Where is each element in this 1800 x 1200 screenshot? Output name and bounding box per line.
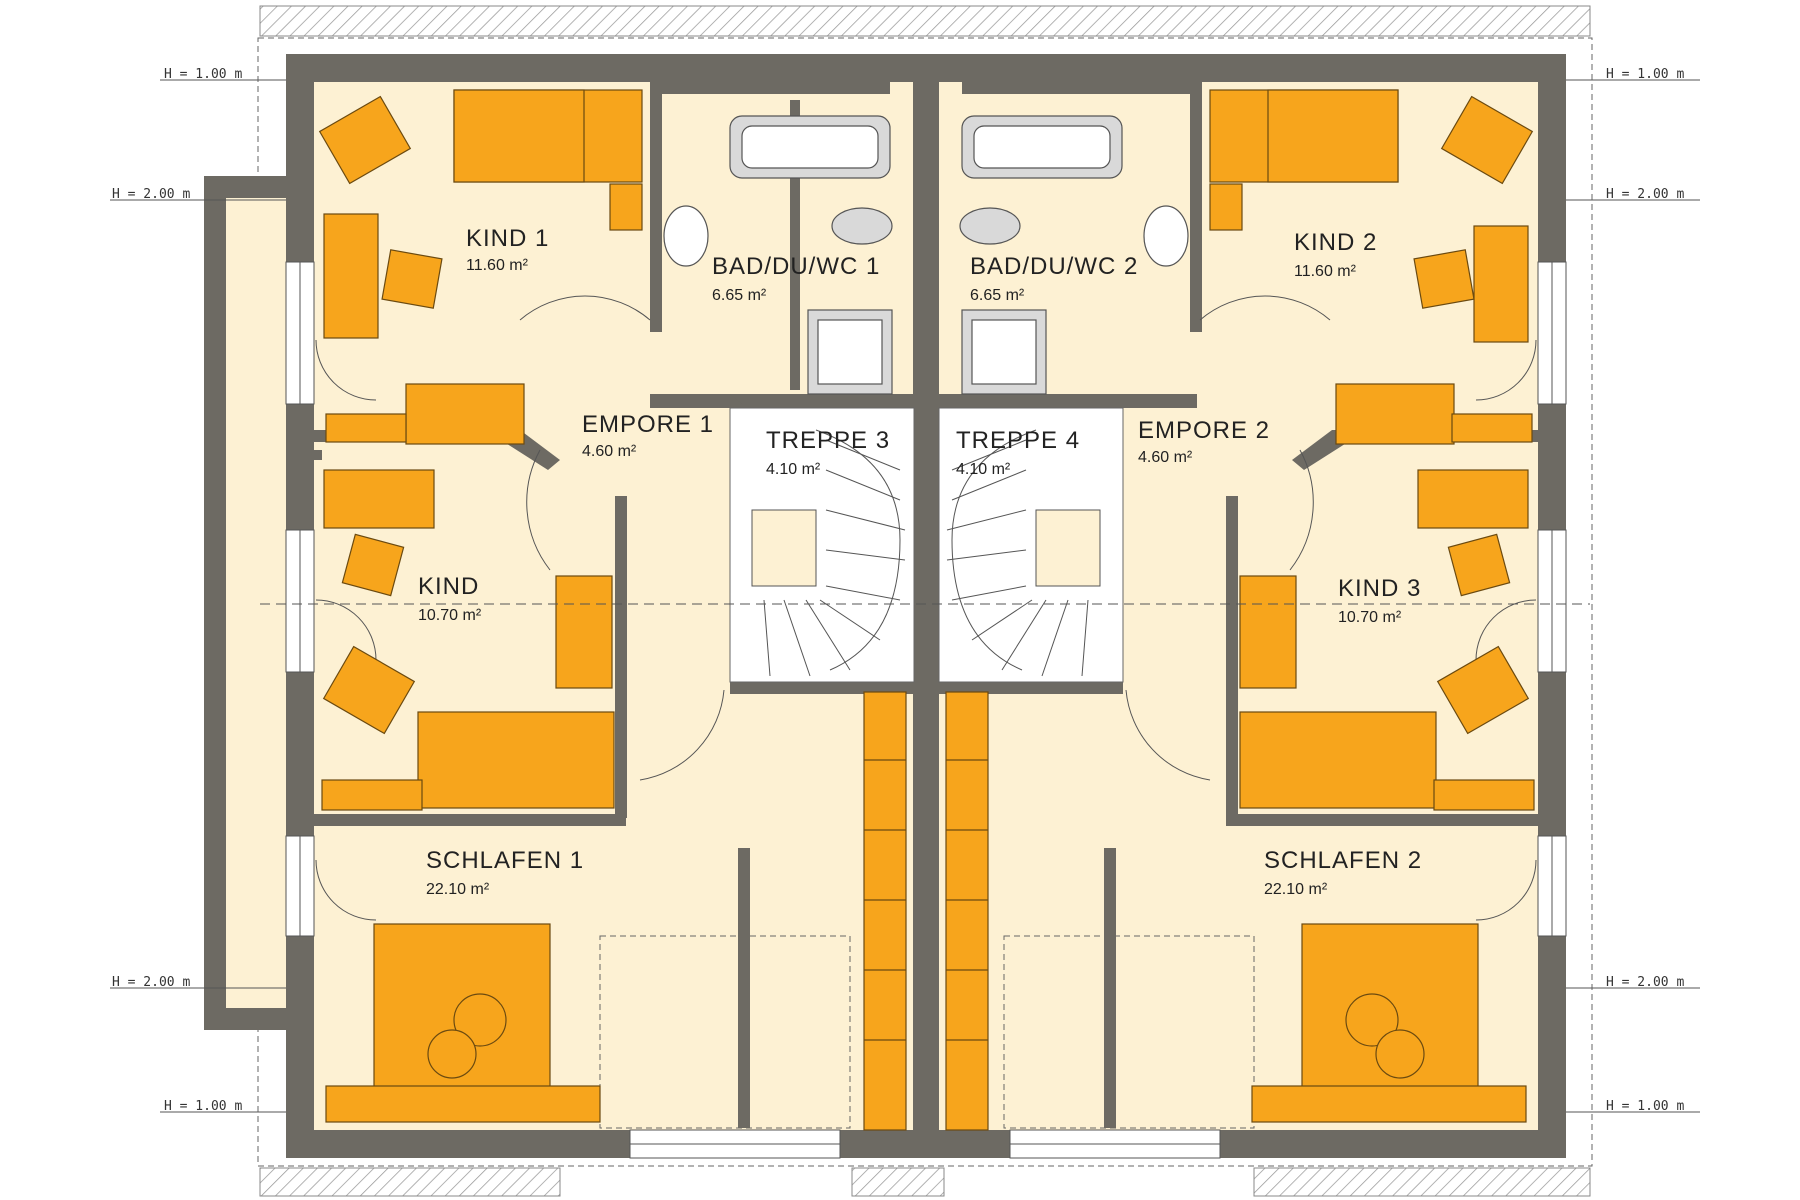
room-name-kind3: KIND 3 — [1338, 575, 1421, 602]
room-area-schlafen2: 22.10 m² — [1264, 881, 1328, 898]
height-label: H = 1.00 m — [1606, 67, 1684, 82]
room-name-schlafen1: SCHLAFEN 1 — [426, 847, 584, 874]
height-label: H = 2.00 m — [112, 187, 190, 202]
furniture-kind1 — [318, 89, 643, 445]
room-name-kind: KIND — [418, 573, 479, 600]
bathroom-fixtures-right — [959, 115, 1189, 395]
roof-window-bottom-left — [259, 1167, 561, 1197]
room-name-schlafen2: SCHLAFEN 2 — [1264, 847, 1422, 874]
staircase-left — [729, 407, 915, 683]
room-area-schlafen1: 22.10 m² — [426, 881, 490, 898]
room-name-empore1: EMPORE 1 — [582, 411, 714, 438]
room-labels: KIND 1 11.60 m² BAD/DU/WC 1 6.65 m² BAD/… — [418, 225, 1422, 898]
room-name-kind2: KIND 2 — [1294, 229, 1377, 256]
height-label: H = 2.00 m — [1606, 975, 1684, 990]
furniture-schlafen1 — [325, 923, 601, 1123]
room-name-bad1: BAD/DU/WC 1 — [712, 253, 880, 280]
room-area-treppe3: 4.10 m² — [766, 461, 821, 478]
room-area-empore1: 4.60 m² — [582, 443, 637, 460]
door-swings — [315, 295, 1537, 921]
room-area-bad1: 6.65 m² — [712, 287, 767, 304]
staircase-right — [938, 407, 1124, 683]
bathroom-fixtures-left — [663, 115, 893, 395]
height-label: H = 2.00 m — [1606, 187, 1684, 202]
cabinet-strips — [863, 691, 989, 1131]
room-area-kind: 10.70 m² — [418, 607, 482, 624]
room-name-treppe3: TREPPE 3 — [766, 427, 890, 454]
windows — [285, 261, 1567, 1159]
height-label: H = 2.00 m — [112, 975, 190, 990]
roof-window-top — [259, 5, 1591, 37]
closets — [599, 848, 1255, 1129]
furniture-schlafen2 — [1251, 923, 1527, 1123]
room-area-kind2: 11.60 m² — [1294, 263, 1357, 280]
room-area-bad2: 6.65 m² — [970, 287, 1025, 304]
furniture-kind — [321, 469, 615, 811]
height-label: H = 1.00 m — [164, 67, 242, 82]
room-name-empore2: EMPORE 2 — [1138, 417, 1270, 444]
furniture-kind3 — [1239, 469, 1535, 811]
room-area-kind3: 10.70 m² — [1338, 609, 1402, 626]
room-name-bad2: BAD/DU/WC 2 — [970, 253, 1138, 280]
room-area-treppe4: 4.10 m² — [956, 461, 1011, 478]
room-name-treppe4: TREPPE 4 — [956, 427, 1080, 454]
party-wall — [913, 82, 939, 1130]
roof-window-bottom-right — [1253, 1167, 1591, 1197]
height-label: H = 1.00 m — [1606, 1099, 1684, 1114]
furniture-kind2 — [1209, 89, 1534, 445]
room-area-kind1: 11.60 m² — [466, 257, 529, 274]
room-name-kind1: KIND 1 — [466, 225, 549, 252]
room-area-empore2: 4.60 m² — [1138, 449, 1193, 466]
roof-window-bottom-center — [851, 1167, 945, 1197]
height-label: H = 1.00 m — [164, 1099, 242, 1114]
height-markers: H = 1.00 m H = 2.00 m H = 2.00 m H = 1.0… — [110, 67, 1700, 1114]
